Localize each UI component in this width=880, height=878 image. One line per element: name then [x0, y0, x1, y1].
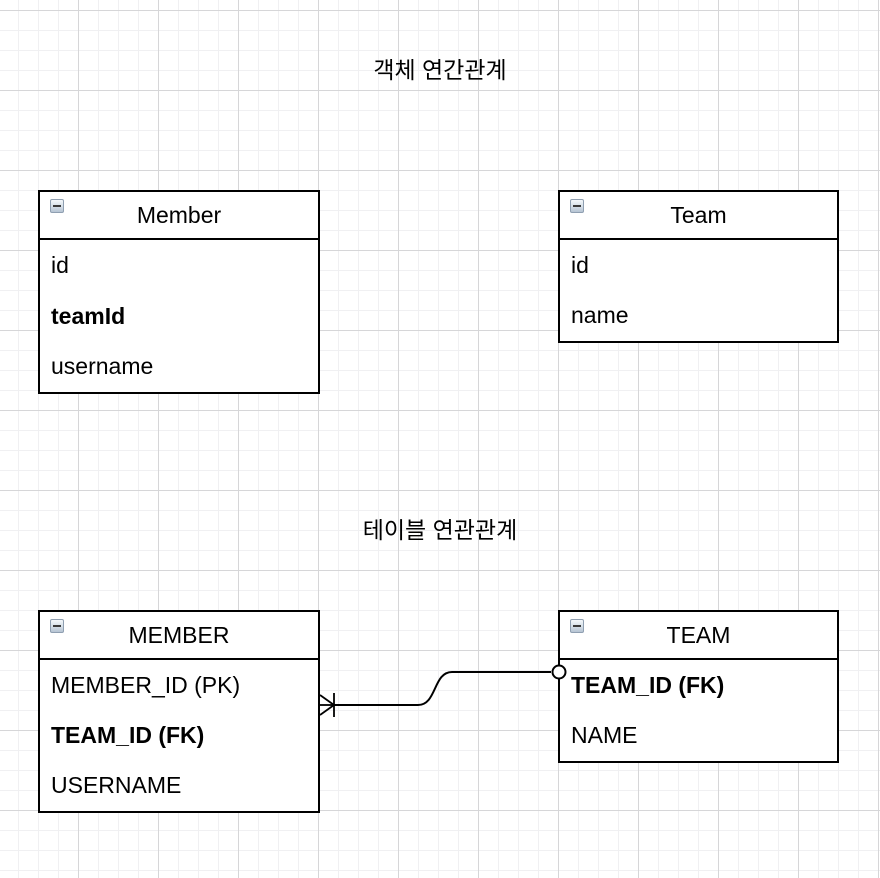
entity-row-username[interactable]: username: [51, 353, 154, 380]
collapse-icon[interactable]: [570, 619, 584, 633]
entity-member-title: Member: [136, 201, 222, 228]
entity-member-rows: id teamId username: [40, 240, 318, 392]
entity-member[interactable]: Member id teamId username: [38, 190, 320, 394]
minus-icon: [53, 625, 61, 627]
table-member-rows: MEMBER_ID (PK) TEAM_ID (FK) USERNAME: [40, 660, 318, 811]
entity-team-rows: id name: [560, 240, 837, 341]
entity-team-title: Team: [670, 201, 727, 228]
collapse-icon[interactable]: [570, 199, 584, 213]
crow-foot-many-icon: [319, 693, 335, 717]
collapse-icon[interactable]: [50, 619, 64, 633]
table-team-rows: TEAM_ID (FK) NAME: [560, 660, 837, 761]
table-team-title: TEAM: [666, 621, 731, 648]
table-row-name[interactable]: NAME: [571, 722, 638, 749]
collapse-icon[interactable]: [50, 199, 64, 213]
entity-team-header: Team: [560, 192, 837, 240]
entity-team[interactable]: Team id name: [558, 190, 839, 343]
entity-row-name[interactable]: name: [571, 302, 629, 329]
section-title-table-relation[interactable]: 테이블 연관관계: [362, 517, 518, 543]
table-member[interactable]: MEMBER MEMBER_ID (PK) TEAM_ID (FK) USERN…: [38, 610, 320, 813]
table-member-header: MEMBER: [40, 612, 318, 660]
minus-icon: [53, 205, 61, 207]
table-row-member-id-pk[interactable]: MEMBER_ID (PK): [51, 671, 241, 698]
table-row-team-id-fk[interactable]: TEAM_ID (FK): [571, 671, 725, 698]
table-member-title: MEMBER: [128, 621, 230, 648]
minus-icon: [573, 205, 581, 207]
table-team[interactable]: TEAM TEAM_ID (FK) NAME: [558, 610, 839, 763]
connector-line: [334, 671, 551, 706]
table-row-team-id-fk[interactable]: TEAM_ID (FK): [51, 721, 205, 748]
entity-member-header: Member: [40, 192, 318, 240]
entity-row-id[interactable]: id: [51, 251, 69, 278]
minus-icon: [573, 625, 581, 627]
entity-row-teamid[interactable]: teamId: [51, 302, 126, 329]
table-row-username[interactable]: USERNAME: [51, 772, 182, 799]
table-team-header: TEAM: [560, 612, 837, 660]
section-title-object-relation[interactable]: 객체 연간관계: [373, 57, 507, 83]
entity-row-id[interactable]: id: [571, 251, 589, 278]
